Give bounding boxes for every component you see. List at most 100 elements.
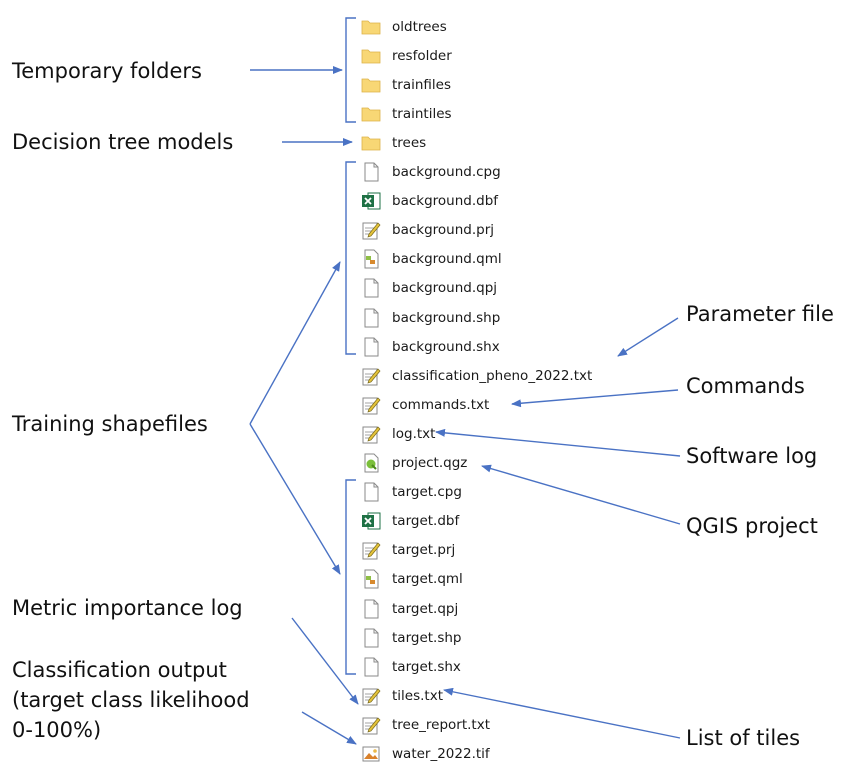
file-item[interactable]: log.txt [360,419,640,448]
file-item[interactable]: background.dbf [360,187,640,216]
file-name: background.qml [392,251,502,268]
arrow-commands [511,389,679,408]
file-item[interactable]: tree_report.txt [360,710,640,739]
arrow-training-target [249,423,341,575]
label-qgis-project: QGIS project [686,514,818,538]
arrow-parameter-file [617,317,679,357]
file-name: background.shp [392,309,501,326]
arrow-list-of-tiles [443,687,681,739]
file-item[interactable]: background.prj [360,216,640,245]
file-name: background.dbf [392,193,499,210]
notepad-icon [360,423,382,445]
file-name: traintiles [392,105,452,122]
label-classification-output-line2: (target class likelihood [12,688,250,712]
folder-item[interactable]: trees [360,128,640,157]
file-item[interactable]: target.shx [360,652,640,681]
file-name: water_2022.tif [392,746,490,762]
folder-item[interactable]: oldtrees [360,12,640,41]
arrow-classification-output [301,711,357,745]
notepad-icon [360,539,382,561]
blank-icon [360,336,382,358]
excel-icon [360,510,382,532]
label-metric-importance-log: Metric importance log [12,596,243,620]
file-item[interactable]: project.qgz [360,449,640,478]
qgz-icon [360,452,382,474]
bracket-temporary-folders [345,17,356,123]
file-item[interactable]: target.dbf [360,507,640,536]
label-temporary-folders: Temporary folders [12,59,202,83]
file-name: log.txt [392,425,436,442]
file-name: tiles.txt [392,687,444,704]
file-name: classification_pheno_2022.txt [392,367,593,384]
qml-icon [360,248,382,270]
file-name: target.dbf [392,513,460,530]
folder-icon [360,74,382,96]
blank-icon [360,307,382,329]
file-name: oldtrees [392,18,447,35]
file-name: tree_report.txt [392,716,491,733]
file-name: project.qgz [392,455,468,471]
file-item[interactable]: target.qpj [360,594,640,623]
file-item[interactable]: tiles.txt [360,681,640,710]
file-name: background.prj [392,222,495,239]
file-item[interactable]: background.cpg [360,158,640,187]
folder-icon [360,132,382,154]
file-item[interactable]: target.qml [360,565,640,594]
label-classification-output-line3: 0-100%) [12,718,102,742]
folder-icon [360,16,382,38]
folder-item[interactable]: resfolder [360,41,640,70]
blank-icon [360,627,382,649]
label-software-log: Software log [686,444,818,468]
bracket-target-shapefile [345,479,356,675]
excel-icon [360,190,382,212]
label-classification-output-line1: Classification output [12,658,227,682]
file-name: target.qpj [392,600,459,617]
folder-item[interactable]: traintiles [360,99,640,128]
label-parameter-file: Parameter file [686,302,834,326]
arrow-training-background [249,261,341,425]
label-training-shapefiles: Training shapefiles [12,412,208,436]
file-name: background.cpg [392,164,501,180]
blank-icon [360,656,382,678]
file-item[interactable]: target.prj [360,536,640,565]
file-item[interactable]: background.qpj [360,274,640,303]
blank-icon [360,598,382,620]
file-name: target.shp [392,629,462,646]
file-item[interactable]: background.shx [360,332,640,361]
file-item[interactable]: background.shp [360,303,640,332]
file-name: target.prj [392,542,456,559]
notepad-icon [360,714,382,736]
file-name: target.cpg [392,484,462,501]
file-item[interactable]: background.qml [360,245,640,274]
file-item[interactable]: target.shp [360,623,640,652]
file-item[interactable]: water_2022.tif [360,740,640,769]
file-name: background.qpj [392,280,498,297]
folder-icon [360,45,382,67]
arrow-software-log [435,428,681,457]
notepad-icon [360,394,382,416]
notepad-icon [360,219,382,241]
image-icon [360,743,382,765]
file-name: trainfiles [392,76,452,93]
arrow-qgis-project [481,464,681,525]
file-name: trees [392,134,427,151]
qml-icon [360,568,382,590]
file-item[interactable]: classification_pheno_2022.txt [360,361,640,390]
file-item[interactable]: commands.txt [360,390,640,419]
folder-item[interactable]: trainfiles [360,70,640,99]
blank-icon [360,161,382,183]
blank-icon [360,481,382,503]
label-list-of-tiles: List of tiles [686,726,801,750]
label-commands: Commands [686,374,805,398]
file-item[interactable]: target.cpg [360,478,640,507]
blank-icon [360,277,382,299]
arrow-metric-importance [291,617,359,705]
label-decision-tree-models: Decision tree models [12,130,234,154]
notepad-icon [360,365,382,387]
file-name: commands.txt [392,396,490,413]
file-name: target.shx [392,658,461,675]
notepad-icon [360,685,382,707]
file-name: background.shx [392,338,500,355]
